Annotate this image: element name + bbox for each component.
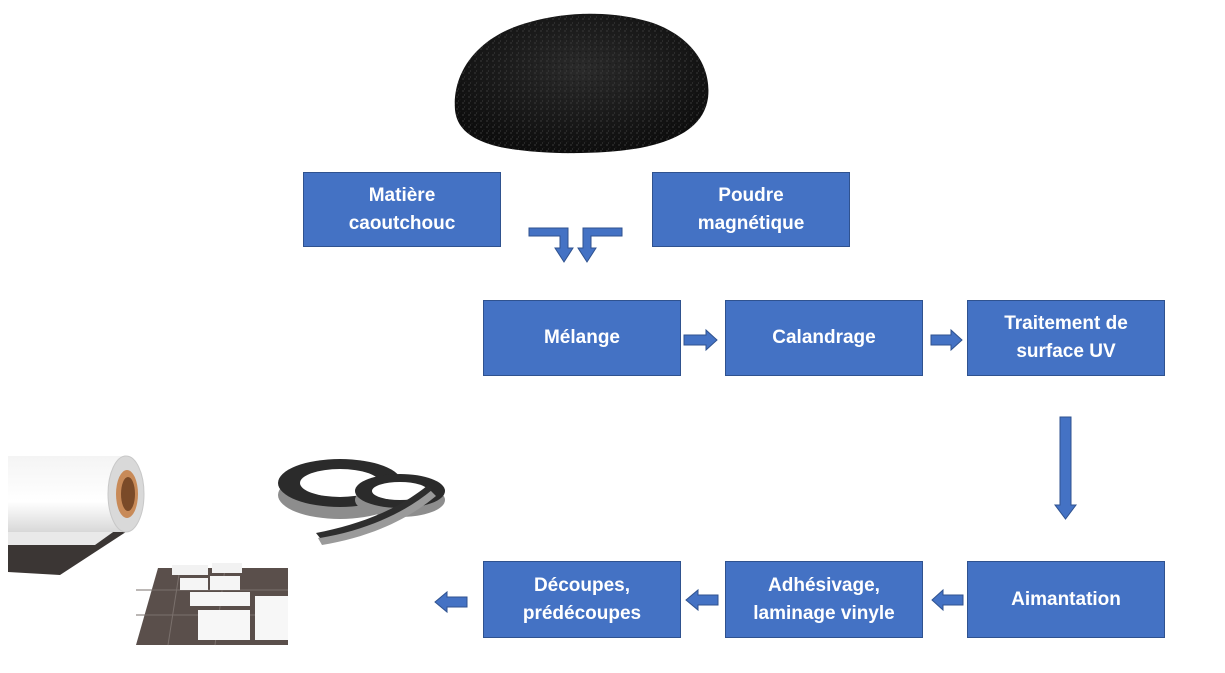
arrow-rubber-to-mixing: [528, 227, 574, 263]
node-adhesive-line1: Adhésivage,: [768, 574, 880, 596]
arrow-adhesive-to-cutting: [685, 588, 719, 612]
node-rubber-line1: Matière: [368, 184, 436, 206]
arrow-uv-to-magnetization: [1054, 416, 1077, 520]
node-mixing-label: Mélange: [543, 327, 621, 348]
node-cutting: Découpes, prédécoupes: [483, 561, 681, 638]
node-adhesive-line2: laminage vinyle: [753, 602, 895, 624]
arrow-calendering-to-uv: [930, 328, 963, 352]
arrow-magnetization-to-adhesive: [931, 588, 964, 612]
arrow-powder-to-mixing: [577, 227, 623, 263]
node-powder-line2: magnétique: [697, 212, 805, 234]
node-rubber-line2: caoutchouc: [348, 212, 456, 234]
node-uv-surface-treatment: Traitement de surface UV: [967, 300, 1165, 376]
node-mixing: Mélange: [483, 300, 681, 376]
node-calendering: Calandrage: [725, 300, 923, 376]
node-magnetic-powder: Poudre magnétique: [652, 172, 850, 247]
node-magnetization-label: Aimantation: [1011, 588, 1121, 610]
node-uv-line2: surface UV: [1016, 341, 1116, 362]
node-rubber-material: Matière caoutchouc: [303, 172, 501, 247]
node-magnetization: Aimantation: [967, 561, 1165, 638]
node-cutting-line1: Découpes,: [533, 574, 631, 596]
magnetic-tape-rolls: [278, 459, 445, 545]
node-cutting-line2: prédécoupes: [522, 602, 642, 624]
arrow-cutting-to-products: [434, 590, 468, 614]
magnetic-powder-pile: [454, 13, 709, 154]
arrow-mixing-to-calendering: [683, 328, 718, 352]
magnetic-sheet-roll: [8, 455, 145, 575]
node-powder-line1: Poudre: [718, 184, 784, 206]
precut-magnetic-sheets: [136, 563, 288, 646]
node-calendering-label: Calandrage: [772, 327, 876, 348]
node-uv-line1: Traitement de: [1004, 313, 1128, 334]
node-adhesive-lamination: Adhésivage, laminage vinyle: [725, 561, 923, 638]
